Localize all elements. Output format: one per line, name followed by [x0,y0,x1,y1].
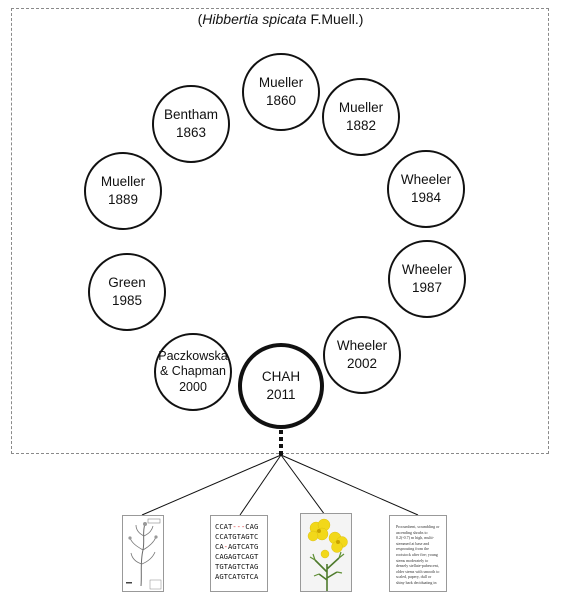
diagram-title: (Hibbertia spicata F.Muell.) [197,11,364,27]
species-description: Procumbent, scrambling or ascending shru… [396,524,440,585]
link-sequence [239,454,282,516]
sequence-line: AGTCATGTCA [215,572,259,581]
sequence-line: TGTAGTCTAG [215,562,259,571]
link-specimen [141,454,282,516]
herbarium-specimen-icon [122,515,164,592]
taxon-name: Hibbertia spicata [202,11,307,27]
link-description [280,454,419,516]
sequence-line: CAGAGTCAGT [215,552,259,561]
link-photo [280,454,326,516]
taxon-author: F.Muell. [310,11,359,27]
flower-photo-icon [300,513,352,592]
sequence-line: CCAT---CAG [215,522,259,531]
sequence-line: CA-AGTCATG [215,542,259,551]
description-text-icon: Procumbent, scrambling or ascending shru… [389,515,447,592]
sequence-line: CCATGTAGTC [215,532,259,541]
